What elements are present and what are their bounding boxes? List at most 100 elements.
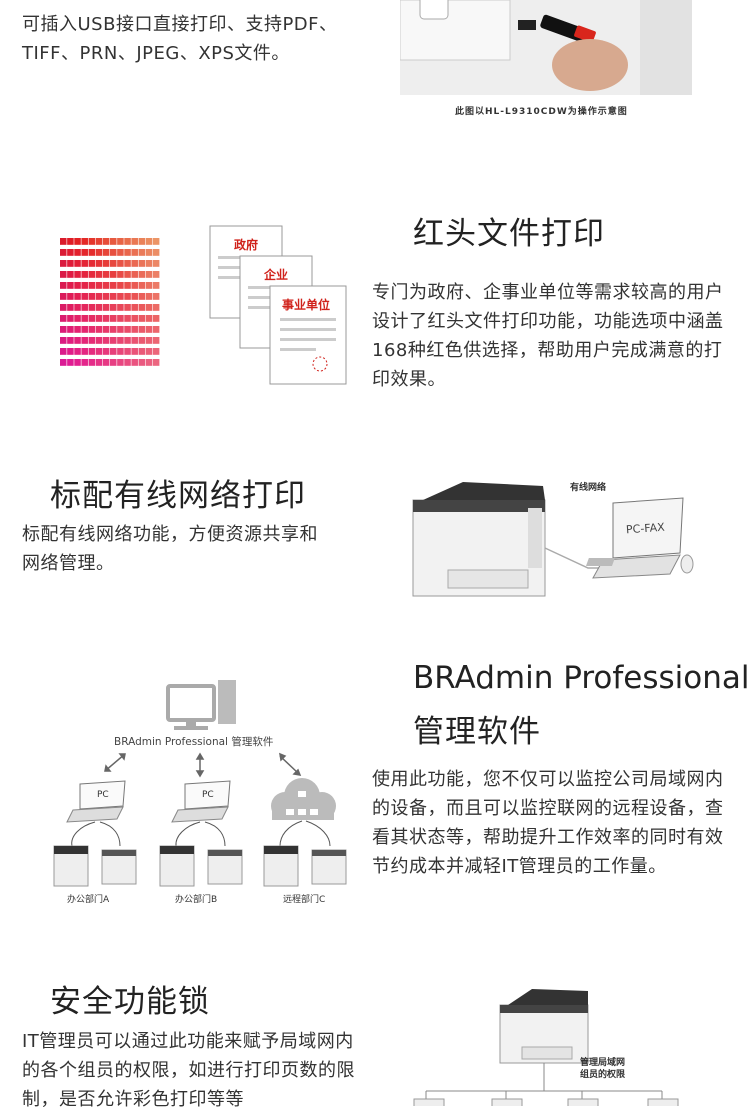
computer-icon: [166, 680, 236, 730]
color-swatch: [124, 304, 131, 311]
color-swatch: [138, 348, 146, 355]
laptop-screen-label: PC-FAX: [625, 520, 666, 537]
color-swatch: [81, 326, 88, 333]
usb-photo-caption: 此图以HL-L9310CDW为操作示意图: [455, 107, 628, 117]
color-swatch: [131, 326, 138, 333]
color-swatch: [110, 249, 117, 256]
color-swatch: [102, 249, 110, 256]
color-swatch: [81, 304, 88, 311]
color-swatch: [60, 337, 67, 344]
color-swatch: [95, 271, 103, 278]
security-diagram-label-2: 组员的权限: [580, 1070, 626, 1080]
color-swatch: [74, 249, 81, 256]
color-swatch: [102, 271, 110, 278]
color-swatch: [131, 249, 138, 256]
color-swatch: [145, 359, 153, 366]
color-swatch: [81, 249, 88, 256]
redhead-description: 专门为政府、企事业单位等需求较高的用户设计了红头文件打印功能，功能选项中涵盖16…: [372, 282, 724, 390]
color-swatch: [117, 326, 124, 333]
color-swatch: [102, 348, 110, 355]
color-swatch: [145, 293, 153, 300]
color-swatch: [67, 348, 74, 355]
color-swatch: [95, 326, 103, 333]
security-title: 安全功能锁: [50, 984, 210, 1020]
color-swatch: [138, 293, 146, 300]
color-swatch: [152, 326, 160, 333]
color-swatch: [102, 282, 110, 289]
color-swatch: [74, 326, 81, 333]
color-swatch: [95, 260, 103, 267]
color-swatch: [74, 359, 81, 366]
terminal-icon: [491, 1098, 523, 1106]
color-swatch: [152, 348, 160, 355]
doc-label-institution: 事业单位: [282, 298, 331, 312]
color-swatch: [102, 293, 110, 300]
color-swatch: [67, 337, 74, 344]
color-swatch: [74, 315, 81, 322]
color-swatch: [145, 348, 153, 355]
security-description: IT管理员可以通过此功能来赋予局域网内的各个组员的权限，如进行打印页数的限制，是…: [22, 1031, 355, 1110]
color-swatch: [110, 337, 117, 344]
color-swatch: [152, 282, 160, 289]
color-swatch: [60, 238, 67, 245]
color-swatch: [131, 348, 138, 355]
color-swatch: [124, 326, 131, 333]
color-swatch: [131, 271, 138, 278]
color-swatch: [138, 304, 146, 311]
color-swatch: [88, 348, 96, 355]
color-swatch: [124, 260, 131, 267]
color-swatch: [124, 249, 131, 256]
color-swatch: [110, 359, 117, 366]
color-swatch: [81, 359, 88, 366]
color-swatch: [60, 260, 67, 267]
color-swatch: [138, 238, 146, 245]
color-swatch: [117, 304, 124, 311]
color-swatch: [102, 304, 110, 311]
color-swatch: [145, 326, 153, 333]
color-swatch: [145, 315, 153, 322]
color-swatch: [88, 326, 96, 333]
color-swatch: [88, 271, 96, 278]
color-swatch: [88, 282, 96, 289]
color-swatch: [124, 282, 131, 289]
color-swatch: [138, 282, 146, 289]
color-swatch: [102, 315, 110, 322]
color-swatch: [95, 293, 103, 300]
bradmin-diagram-title: BRAdmin Professional 管理软件: [114, 736, 274, 748]
color-swatch: [152, 238, 160, 245]
color-swatch: [95, 315, 103, 322]
color-swatch: [117, 337, 124, 344]
color-swatch: [81, 271, 88, 278]
department-label-a: 办公部门A: [67, 895, 110, 905]
color-swatch: [152, 304, 160, 311]
color-swatch: [67, 326, 74, 333]
color-swatch: [110, 282, 117, 289]
color-swatch: [88, 293, 96, 300]
color-swatch: [95, 359, 103, 366]
bradmin-diagram: BRAdmin Professional 管理软件 PC PC 办公部门A 办公…: [40, 676, 360, 908]
security-diagram-label-1: 管理局域网: [580, 1058, 626, 1068]
color-swatch: [152, 337, 160, 344]
bradmin-title-line2: 管理软件: [413, 714, 541, 750]
color-swatch: [95, 238, 103, 245]
department-label-b: 办公部门B: [175, 895, 218, 905]
color-swatch: [138, 326, 146, 333]
color-swatch: [95, 304, 103, 311]
color-swatch: [131, 260, 138, 267]
color-swatch: [60, 359, 67, 366]
color-swatch: [102, 359, 110, 366]
color-swatch: [131, 282, 138, 289]
color-swatch: [60, 293, 67, 300]
color-swatch: [81, 293, 88, 300]
color-swatch: [81, 315, 88, 322]
color-swatch: [95, 282, 103, 289]
color-swatch: [110, 315, 117, 322]
color-swatch: [117, 271, 124, 278]
color-swatch: [124, 337, 131, 344]
printer-icon: [101, 849, 137, 885]
redhead-title: 红头文件打印: [413, 216, 605, 252]
color-swatch: [74, 348, 81, 355]
color-swatch: [152, 271, 160, 278]
color-swatch: [81, 337, 88, 344]
color-swatch: [138, 315, 146, 322]
